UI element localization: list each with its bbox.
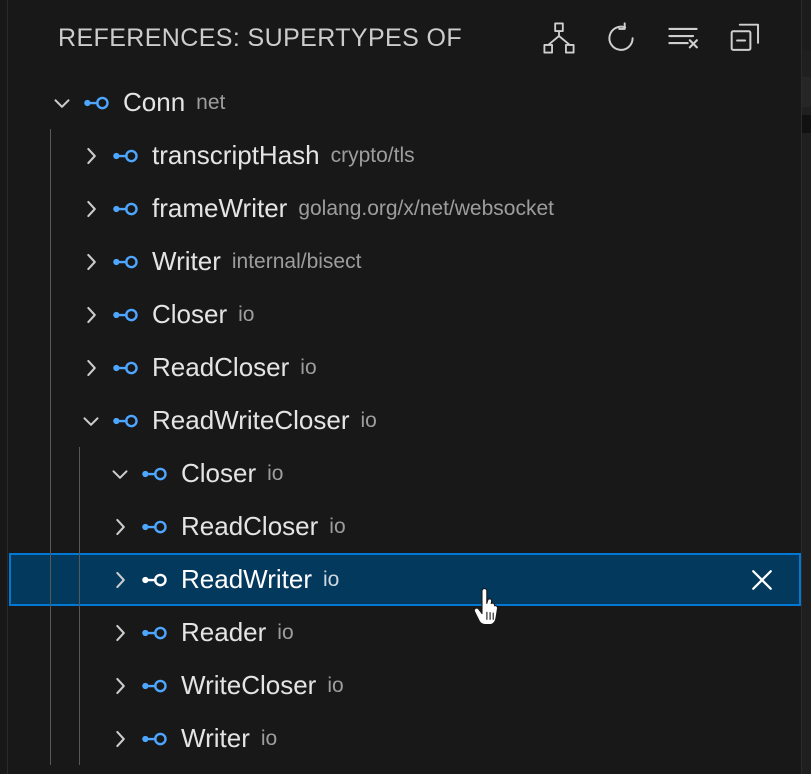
tree-row-label: Reader [181,617,267,647]
chevron-down-icon[interactable] [47,88,77,118]
chevron-right-icon[interactable] [105,565,135,595]
editor-sliver-band-2 [802,77,811,107]
tree-row[interactable]: Reader io [9,606,801,659]
type-hierarchy-icon [542,21,576,55]
tree-row-label: transcriptHash [152,140,320,170]
tree-row[interactable]: Writer internal/bisect [9,235,801,288]
tree-row[interactable]: transcriptHash crypto/tls [9,129,801,182]
tree-row-label: Writer [152,246,221,276]
tree-row-label: Conn [123,87,186,117]
tree-row[interactable]: WriteCloser io [9,659,801,712]
tree-row-detail: crypto/tls [330,143,415,167]
panel-header: REFERENCES: SUPERTYPES OF [9,0,801,76]
tree-row[interactable]: ReadWriter io [9,553,801,606]
close-icon[interactable] [745,563,779,597]
clear-all-button[interactable] [663,18,703,58]
chevron-right-icon[interactable] [76,194,106,224]
chevron-right-icon[interactable] [105,724,135,754]
tree-row-detail: io [327,673,344,697]
panel-left-edge [0,0,8,774]
tree-row-label: Writer [181,723,250,753]
refresh-button[interactable] [601,18,641,58]
chevron-right-icon[interactable] [76,247,106,277]
symbol-interface-icon [108,406,142,436]
tree-row[interactable]: frameWriter golang.org/x/net/websocket [9,182,801,235]
tree-row[interactable]: Closer io [9,447,801,500]
symbol-interface-icon [79,88,113,118]
tree-row-detail: io [277,620,294,644]
tree-row-detail: io [329,514,346,538]
tree-row[interactable]: ReadWriteCloser io [9,394,801,447]
chevron-down-icon[interactable] [76,406,106,436]
chevron-right-icon[interactable] [105,512,135,542]
symbol-interface-icon [108,247,142,277]
symbol-interface-icon [108,194,142,224]
tree-row-label: frameWriter [152,193,288,223]
symbol-interface-icon [108,353,142,383]
tree-row[interactable]: ReadCloser io [9,341,801,394]
tree-row-label: ReadWriter [181,564,313,594]
panel-body: REFERENCES: SUPERTYPES OF [9,0,801,774]
symbol-interface-icon [137,618,171,648]
symbol-interface-icon [108,141,142,171]
tree-row-label: Closer [181,458,257,488]
chevron-right-icon[interactable] [76,141,106,171]
symbol-interface-icon [137,512,171,542]
chevron-right-icon[interactable] [105,671,135,701]
tree-row-detail: io [260,726,278,750]
tree-row-detail: internal/bisect [231,249,362,273]
page-title: REFERENCES: SUPERTYPES OF [58,23,463,52]
tree-row-detail: golang.org/x/net/websocket [298,196,554,220]
tree-row-label: WriteCloser [181,670,317,700]
refresh-icon [604,21,638,55]
chevron-right-icon[interactable] [76,353,106,383]
tree-row[interactable]: ReadCloser io [9,500,801,553]
tree-row-label: Closer [152,299,228,329]
symbol-interface-icon [137,565,171,595]
chevron-right-icon[interactable] [105,618,135,648]
tree-row-label: ReadWriteCloser [152,405,350,435]
tree-row[interactable]: Closer io [9,288,801,341]
chevron-down-icon[interactable] [105,459,135,489]
tree-row-label: ReadCloser [152,352,290,382]
collapse-all-icon [728,21,762,55]
editor-sliver-band-1 [802,0,811,50]
clear-all-icon [666,21,700,55]
symbol-interface-icon [137,671,171,701]
editor-sliver [801,0,811,774]
show-type-hierarchy-button[interactable] [539,18,579,58]
symbol-interface-icon [108,300,142,330]
tree-row-detail: io [360,408,377,432]
collapse-all-button[interactable] [725,18,765,58]
editor-sliver-band-3 [802,115,811,133]
tree-row[interactable]: Writer io [9,712,801,765]
tree-row-label: ReadCloser [181,511,319,541]
tree-row-detail: net [196,90,226,114]
symbol-interface-icon [137,459,171,489]
tree-row-detail: io [323,567,340,591]
tree-row-detail: io [267,461,284,485]
tree-row-detail: io [238,302,255,326]
chevron-right-icon[interactable] [76,300,106,330]
symbol-interface-icon [137,724,171,754]
tree-row-detail: io [300,355,317,379]
panel-header-actions [539,0,765,76]
